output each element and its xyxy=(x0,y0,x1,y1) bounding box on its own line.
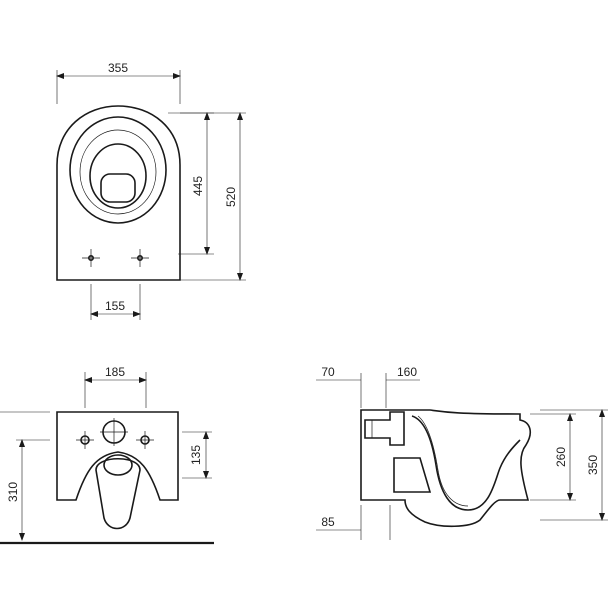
side-view-body-outline xyxy=(360,409,532,528)
side-view-right-offset-label: 160 xyxy=(397,365,417,379)
front-view-bolt-right xyxy=(136,431,154,449)
top-view-bowl-outline xyxy=(56,105,181,281)
front-view: 185 135 310 xyxy=(0,365,214,545)
front-view-bolt-height-label: 135 xyxy=(189,445,203,465)
side-view-bowl-inner xyxy=(411,415,521,511)
top-view-bolt-spacing-label: 155 xyxy=(105,299,125,313)
front-view-body-outline xyxy=(56,411,179,501)
top-view-depth-total-label: 520 xyxy=(224,187,238,207)
top-view-bolt-left xyxy=(82,249,100,267)
side-view-bottom-offset-label: 85 xyxy=(321,515,335,529)
top-view-bowl-opening xyxy=(89,143,147,209)
front-view-bolt-left xyxy=(76,431,94,449)
top-view-seat-outer xyxy=(69,116,167,224)
side-view-left-offset-label: 70 xyxy=(321,365,335,379)
top-view-depth-inner-label: 445 xyxy=(191,176,205,196)
front-view-drain xyxy=(103,454,133,476)
side-view-height-total-label: 350 xyxy=(586,455,600,475)
top-view-width-label: 355 xyxy=(108,61,128,75)
side-view: 70 160 85 260 350 xyxy=(316,365,608,540)
top-view-bolt-right xyxy=(131,249,149,267)
side-view-outlet xyxy=(393,457,432,493)
top-view: 355 445 520 155 xyxy=(56,61,246,320)
front-view-height-label: 310 xyxy=(6,482,20,502)
front-view-trap xyxy=(95,458,141,530)
side-view-inlet xyxy=(364,411,405,446)
top-view-seat-inner xyxy=(79,129,157,215)
side-view-bowl-inner-2 xyxy=(417,415,469,507)
front-view-bolt-spacing-label: 185 xyxy=(105,365,125,379)
top-view-drain xyxy=(100,173,136,203)
side-view-height-inner-label: 260 xyxy=(554,447,568,467)
